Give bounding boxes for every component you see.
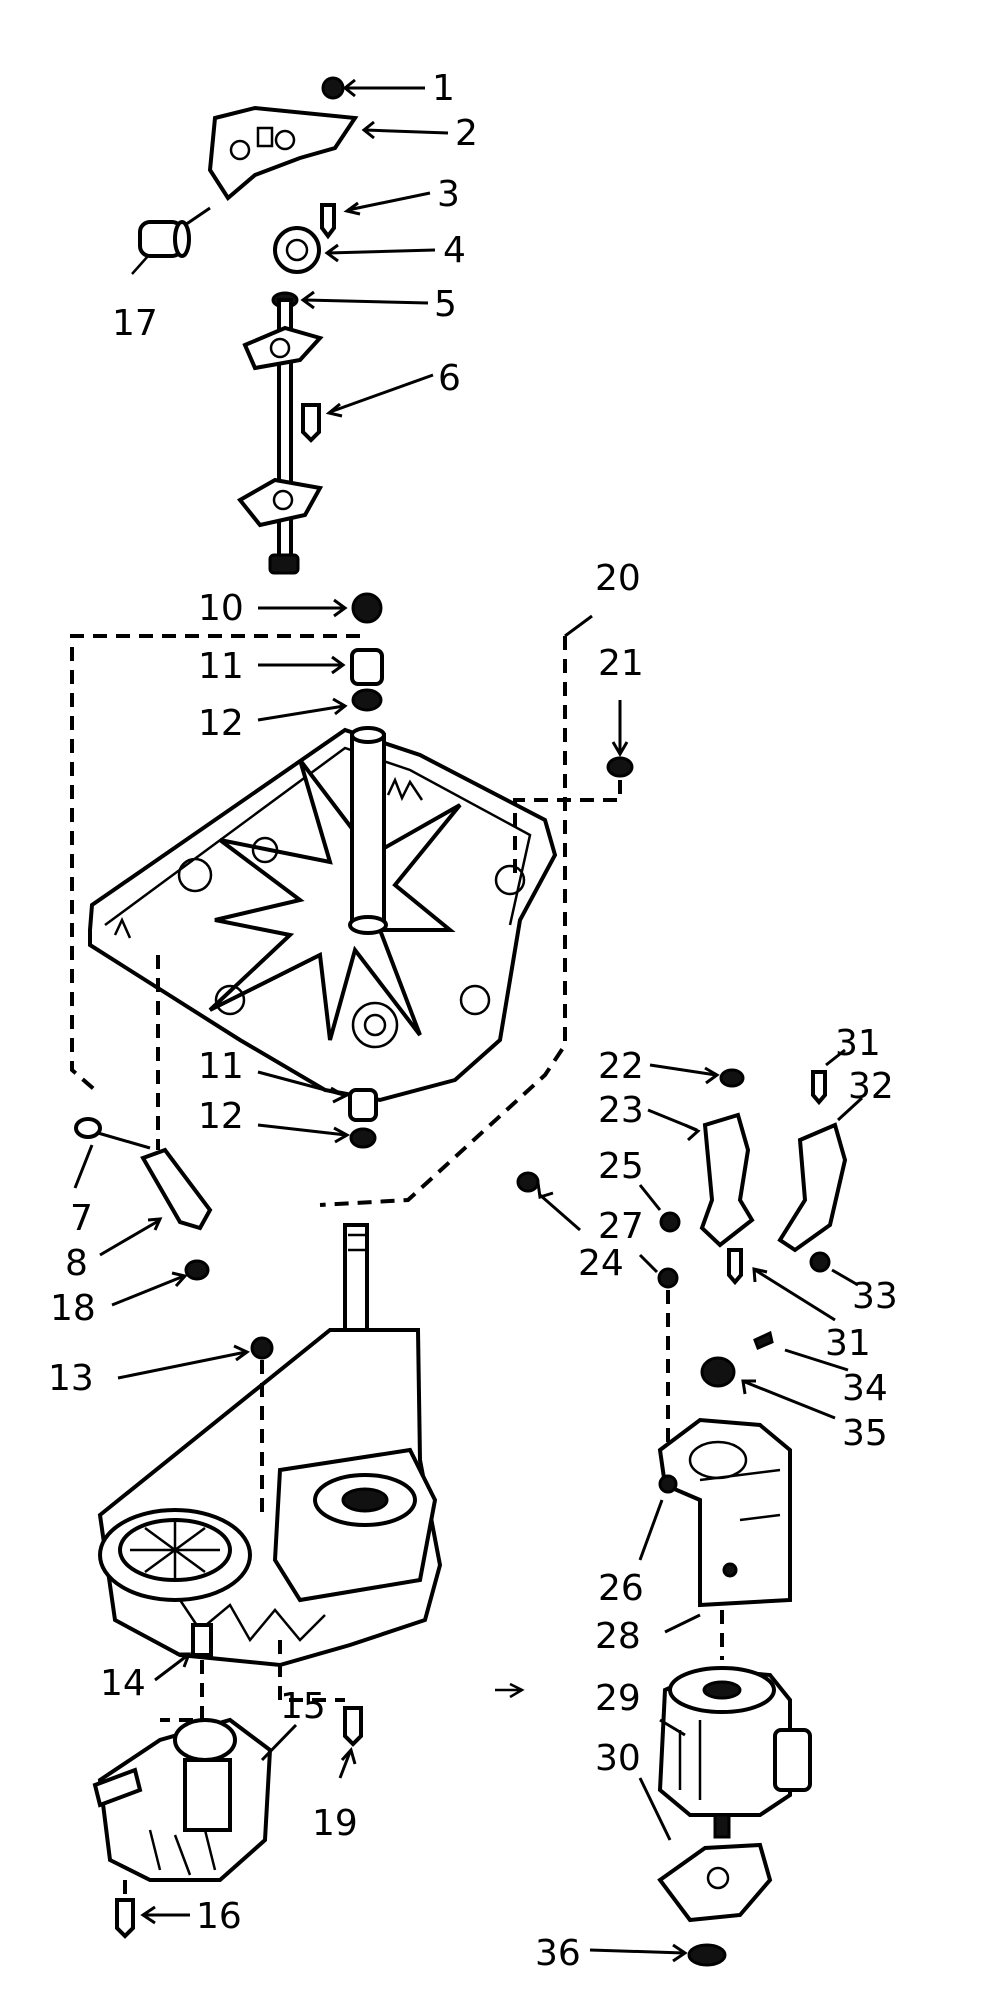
- callout-31-lower: 31: [825, 1323, 871, 1364]
- assembly-20-outline: [70, 634, 567, 1207]
- part-18-nut: [184, 1259, 210, 1281]
- callout-2: 2: [455, 113, 478, 154]
- callout-17: 17: [112, 303, 158, 344]
- part-12-washer-upper: [351, 688, 383, 712]
- part-31-screw-upper: [811, 1070, 827, 1106]
- callout-24: 24: [578, 1243, 624, 1284]
- callout-32: 32: [848, 1066, 894, 1107]
- callout-31-upper: 31: [835, 1023, 881, 1064]
- callout-27: 27: [598, 1206, 644, 1247]
- callout-21: 21: [598, 643, 644, 684]
- callout-22: 22: [598, 1046, 644, 1087]
- part-28-motor-bracket: [657, 1417, 792, 1608]
- part-7-pin: [74, 1117, 151, 1150]
- part-10-nut: [351, 592, 383, 624]
- part-17-cap: [131, 206, 211, 275]
- callout-11-lower: 11: [198, 1046, 244, 1087]
- callout-12-upper: 12: [198, 703, 244, 744]
- part-transmission: [97, 1223, 443, 1668]
- part-1-nut: [321, 76, 345, 100]
- callout-18: 18: [50, 1288, 96, 1329]
- callout-23: 23: [598, 1090, 644, 1131]
- callout-8: 8: [65, 1243, 88, 1284]
- part-3-screw: [320, 203, 336, 240]
- part-34-clip: [753, 1330, 774, 1350]
- callout-28: 28: [595, 1616, 641, 1657]
- part-25-nut: [659, 1211, 681, 1233]
- part-32-bracket: [777, 1122, 848, 1253]
- callout-6: 6: [438, 358, 461, 399]
- callout-7: 7: [70, 1198, 93, 1239]
- callout-3: 3: [437, 174, 460, 215]
- part-8-link: [140, 1147, 213, 1231]
- callout-29: 29: [595, 1678, 641, 1719]
- part-12-washer-lower: [349, 1127, 377, 1149]
- callout-34: 34: [842, 1368, 888, 1409]
- part-31-screw-lower: [727, 1248, 743, 1286]
- part-35-coupling: [700, 1356, 736, 1388]
- part-5-shaft-assembly: [236, 291, 324, 575]
- part-26-nut: [658, 1474, 678, 1494]
- part-21-clip: [606, 756, 634, 778]
- callout-10: 10: [198, 588, 244, 629]
- callout-35: 35: [842, 1413, 888, 1454]
- callout-36: 36: [535, 1933, 581, 1974]
- part-4-seal: [273, 226, 321, 274]
- callout-14: 14: [100, 1663, 146, 1704]
- callout-19: 19: [312, 1803, 358, 1844]
- callout-11-upper: 11: [198, 646, 244, 687]
- callout-4: 4: [443, 230, 466, 271]
- part-14-stud: [191, 1623, 213, 1657]
- part-16-screw: [115, 1898, 135, 1939]
- callout-25: 25: [598, 1146, 644, 1187]
- part-2-bracket: [207, 105, 359, 202]
- callout-5: 5: [434, 284, 457, 325]
- part-33-nut: [809, 1251, 831, 1273]
- part-24-clip: [516, 1171, 540, 1193]
- callout-16: 16: [196, 1896, 242, 1937]
- part-11-bearing-upper: [350, 648, 384, 686]
- part-mounting-plate: [88, 726, 558, 1103]
- part-11-bearing-lower: [348, 1088, 378, 1122]
- part-15-pump: [92, 1717, 273, 1882]
- callout-1: 1: [432, 68, 455, 109]
- part-29-motor: [657, 1610, 812, 1839]
- callout-12-lower: 12: [198, 1096, 244, 1137]
- part-13-nut: [250, 1336, 274, 1360]
- part-19-screw: [343, 1706, 363, 1747]
- part-30-plate: [657, 1842, 773, 1923]
- part-36-washer: [687, 1943, 727, 1967]
- callout-33: 33: [852, 1276, 898, 1317]
- part-27-nut: [657, 1267, 679, 1289]
- part-23-bracket: [699, 1112, 755, 1248]
- callout-20: 20: [595, 558, 641, 599]
- callout-13: 13: [48, 1358, 94, 1399]
- callout-30: 30: [595, 1738, 641, 1779]
- callout-26: 26: [598, 1568, 644, 1609]
- callout-15: 15: [280, 1686, 326, 1727]
- part-22-clip: [719, 1068, 745, 1088]
- part-6-screw: [301, 403, 321, 443]
